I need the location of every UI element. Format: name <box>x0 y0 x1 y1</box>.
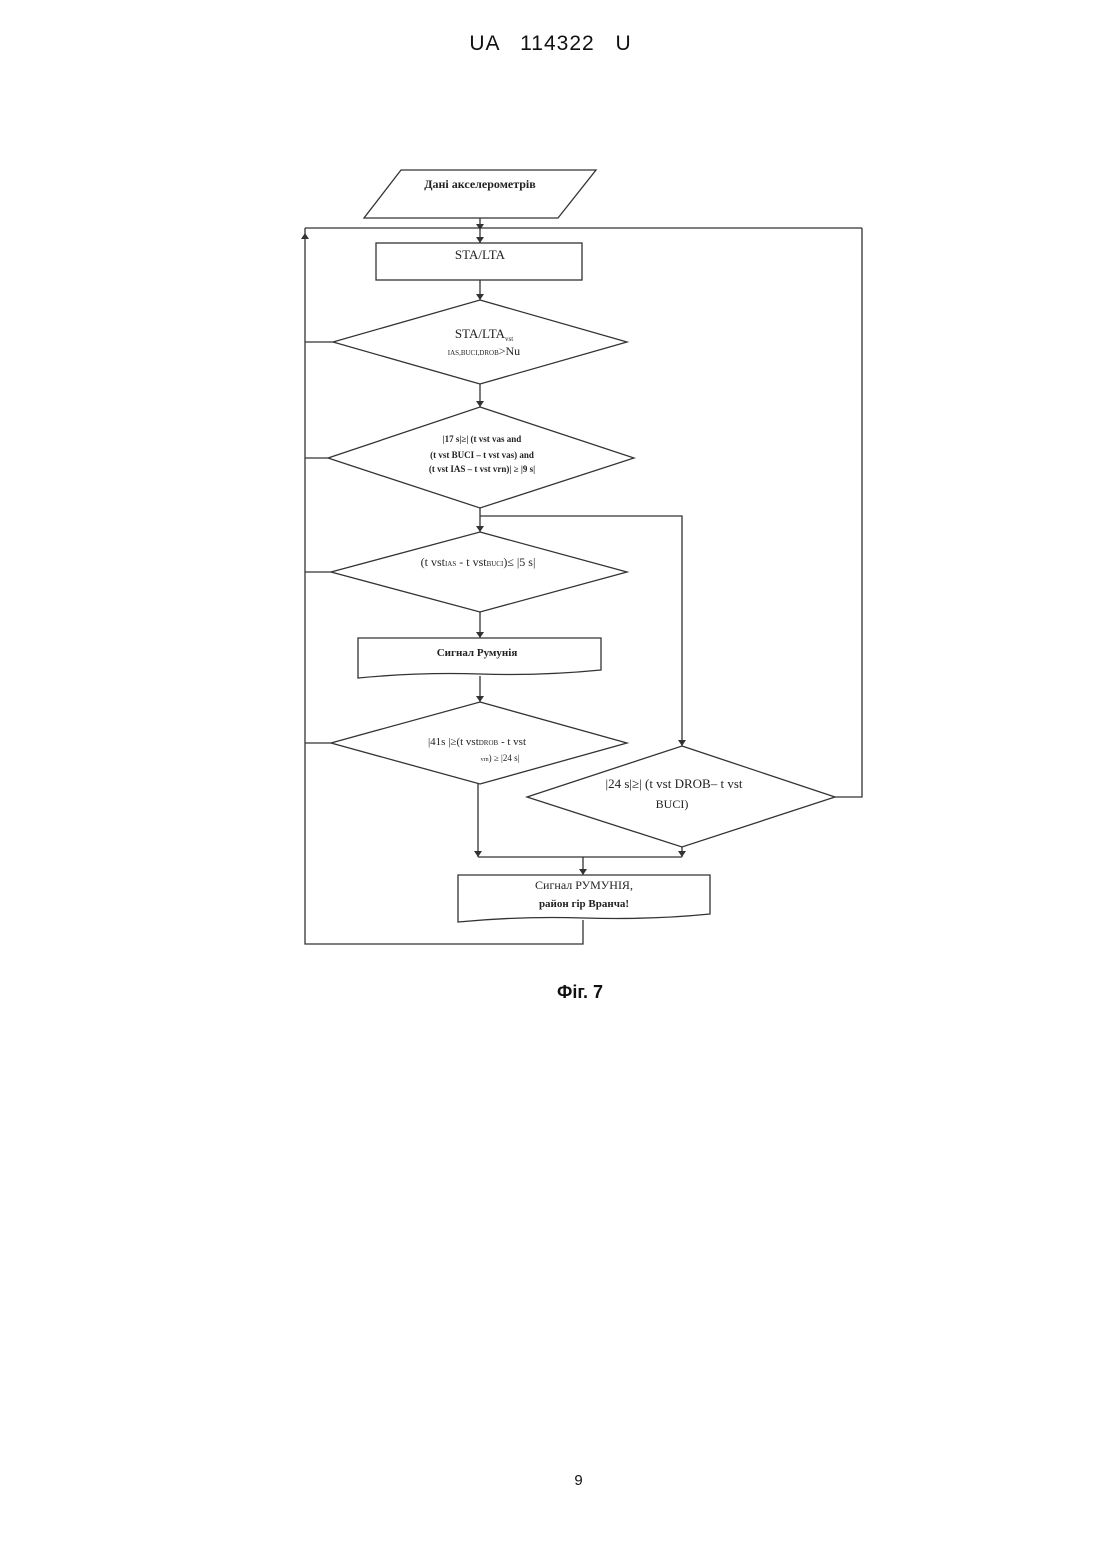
arrow-head <box>476 237 484 243</box>
arrow-head <box>678 740 686 746</box>
decision1-line1: STA/LTAvst <box>455 326 513 343</box>
signal-romania-label: Сигнал Румунія <box>437 647 518 659</box>
loop-right-return <box>835 228 862 797</box>
decision5-line2: BUCI) <box>656 797 689 811</box>
decision-ias-buci-5s <box>331 532 627 612</box>
final-line2: район гір Вранча! <box>539 898 629 910</box>
figure-caption: Фіг. 7 <box>0 982 1101 1003</box>
sta-lta-label: STA/LTA <box>455 247 506 262</box>
arrow-head <box>476 526 484 532</box>
arrow-head <box>476 224 484 230</box>
final-line1: Сигнал РУМУНІЯ, <box>535 878 633 892</box>
arrow-head <box>476 632 484 638</box>
arrow-head <box>301 233 309 239</box>
decision3-label: (t vstIAS - t vstBUCI)≤ |5 s| <box>421 555 536 569</box>
arrow-head <box>474 851 482 857</box>
decision4-line1: |41s |≥(t vstDROB - t vst <box>428 736 526 748</box>
decision5-line1: |24 s|≥| (t vst DROB– t vst <box>605 776 742 791</box>
decision2-line2: (t vst BUCI – t vst vas) and <box>430 450 534 460</box>
page-number: 9 <box>0 1472 1101 1489</box>
decision2-line1: |17 s|≥| (t vst vas and <box>443 434 522 444</box>
arrow-head <box>476 294 484 300</box>
arrow-head <box>476 696 484 702</box>
arrow-head <box>476 401 484 407</box>
arrow-head <box>579 869 587 875</box>
decision-sta-lta-threshold <box>333 300 627 384</box>
input-label: Дані акселерометрів <box>424 177 536 191</box>
decision2-line3: (t vst IAS – t vst vrn)| ≥ |9 s| <box>429 464 535 474</box>
arrow-head <box>678 851 686 857</box>
